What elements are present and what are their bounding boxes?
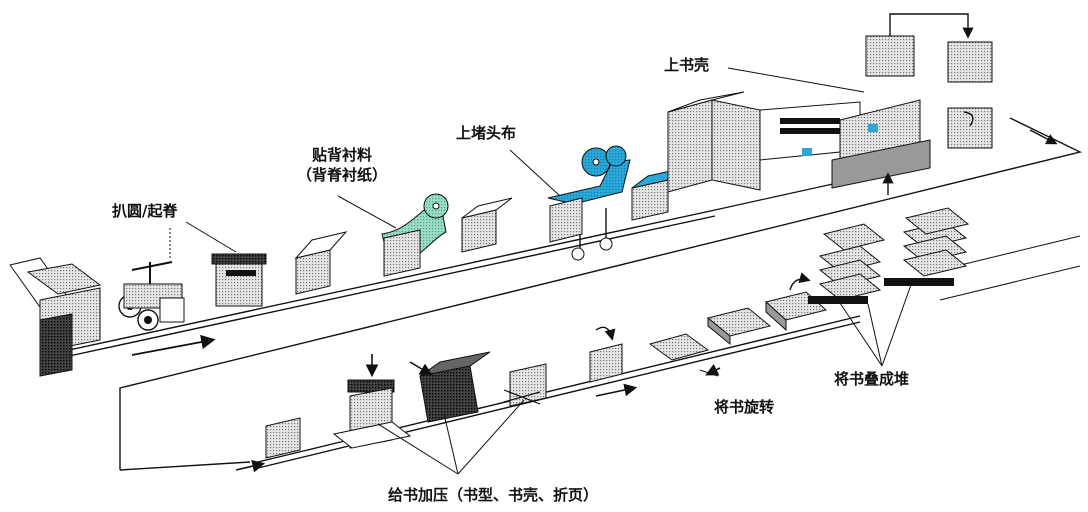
casing-in-machine: [667, 91, 931, 195]
rotating-book-4: [764, 272, 828, 332]
label-remove-round-spine: 扒圆/起脊: [112, 202, 178, 220]
press-unit-nip: [503, 363, 547, 407]
rotating-book-2: [648, 333, 710, 361]
return-loop-line: [119, 117, 1083, 471]
label-back-lining-1: 贴背衬料: [311, 146, 372, 164]
rotating-book-3: [706, 307, 772, 346]
book-stack-1: [808, 223, 886, 304]
label-rotate-book: 将书旋转: [714, 398, 775, 416]
flow-arrow-lower-left: [235, 459, 266, 473]
press-unit-light: [332, 354, 412, 449]
rounding-backing-machine: [118, 261, 185, 331]
book-block-1: [294, 231, 348, 295]
label-press-books: 给书加压（书型、书壳、折页）: [388, 486, 599, 504]
leader-lines: [169, 67, 913, 475]
label-casing-in: 上书壳: [664, 56, 710, 74]
rotating-book-1: [589, 326, 623, 383]
infeed-stack: [9, 257, 102, 377]
book-stack-2: [884, 207, 970, 286]
flow-arrow-lower-mid: [595, 383, 638, 397]
flow-arrow-upper: [131, 334, 216, 356]
press-unit-dark: [409, 351, 491, 423]
rounding-block: [211, 253, 267, 307]
back-lining-unit: [381, 193, 513, 277]
label-back-lining-2: （背脊衬纸）: [296, 166, 387, 184]
headband-unit: [547, 145, 685, 261]
case-feeder-units: [865, 13, 993, 149]
pressed-book-1: [265, 417, 301, 459]
label-headband: 上堵头布: [456, 124, 517, 142]
label-stack-books: 将书叠成堆: [834, 370, 910, 388]
